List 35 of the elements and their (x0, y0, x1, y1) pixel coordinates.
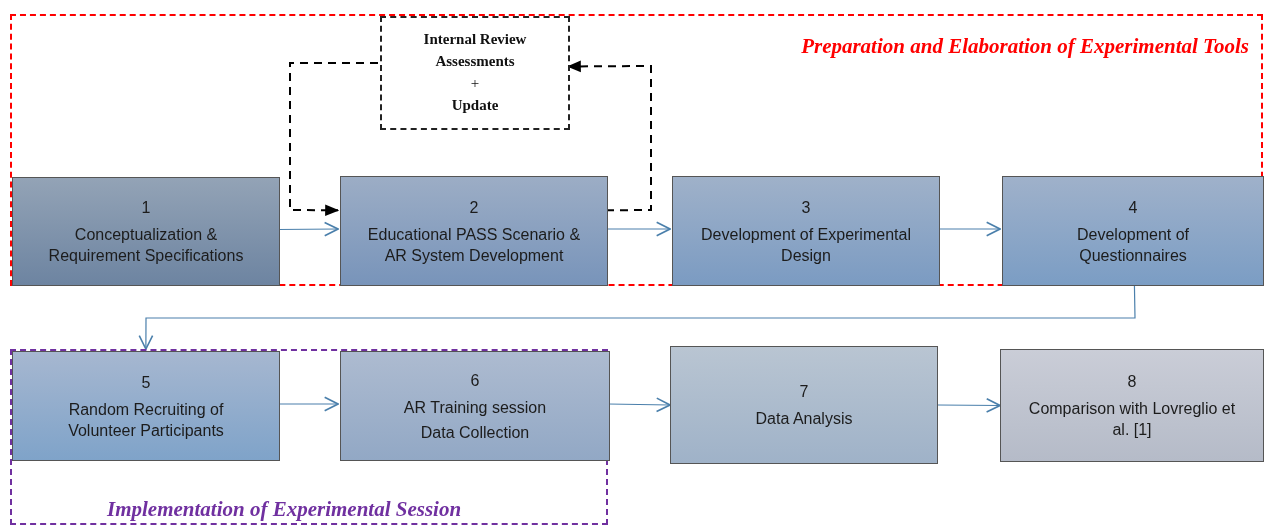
section-title: Implementation of Experimental Session (107, 497, 462, 522)
process-box (12, 177, 280, 286)
step-label: Conceptualization & Requirement Specifications (47, 225, 245, 266)
section-title: Preparation and Elaboration of Experimental Tools (801, 34, 1249, 59)
review-text: Update (451, 96, 499, 115)
process-box (1002, 176, 1264, 286)
review-text: + (470, 74, 480, 93)
step-label: Educational PASS Scenario & AR System Development (366, 224, 582, 266)
step-label: Development of Experimental Design (700, 224, 912, 266)
step-number: 5 (141, 372, 151, 393)
review-box (380, 16, 570, 130)
section-frame (10, 14, 1263, 286)
step-number: 6 (470, 370, 480, 391)
process-box (340, 176, 608, 286)
step-label: Comparison with Lovreglio et al. [1] (1027, 399, 1237, 440)
step-number: 8 (1127, 372, 1137, 392)
step-number: 3 (801, 197, 811, 218)
step-number: 2 (469, 197, 479, 218)
process-box (670, 346, 938, 464)
process-box (340, 351, 610, 461)
process-box (672, 176, 940, 286)
process-box (1000, 349, 1264, 462)
step-number: 7 (799, 382, 809, 402)
feedback-arrow (289, 62, 379, 217)
step-label: Data Collection (420, 422, 530, 443)
section-frame (10, 349, 608, 525)
process-box (12, 351, 280, 461)
arrow (937, 397, 1001, 413)
step-label: Random Recruiting of Volunteer Participants (67, 399, 225, 441)
review-text: Internal Review Assessments (422, 30, 528, 71)
step-label: AR Training session (403, 397, 547, 418)
step-number: 4 (1128, 197, 1138, 218)
step-label: Data Analysis (755, 409, 853, 429)
step-number: 1 (141, 198, 151, 218)
step-label: Development of Questionnaires (1075, 224, 1191, 266)
